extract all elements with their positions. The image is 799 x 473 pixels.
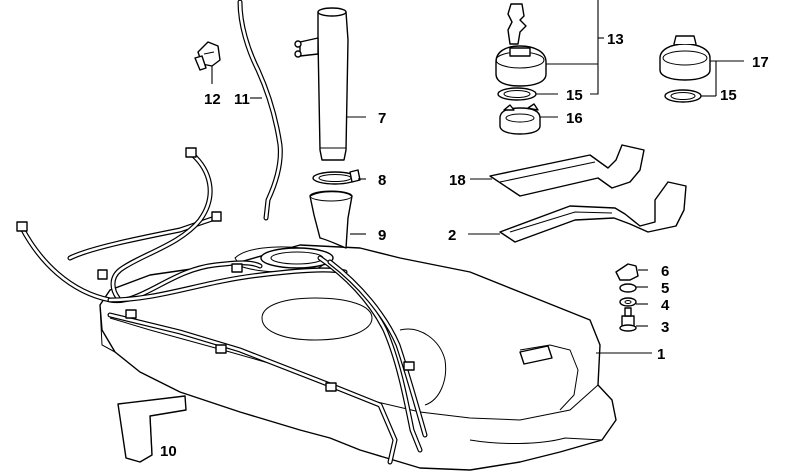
callout-15-b: 15 <box>720 87 737 104</box>
cover-cap <box>659 35 711 81</box>
callout-18: 18 <box>449 172 466 189</box>
callout-11: 11 <box>234 91 250 108</box>
leader-lines <box>211 0 744 354</box>
spacer-bushing <box>619 283 637 293</box>
vent-line <box>237 0 283 221</box>
fuel-lines <box>16 147 428 465</box>
callout-13: 13 <box>607 31 624 48</box>
hose-clip <box>194 41 221 71</box>
callout-16: 16 <box>566 110 583 127</box>
locking-ring <box>499 103 541 135</box>
tank-strap-upper <box>489 144 645 197</box>
seal-ring-2 <box>664 89 702 103</box>
callout-5: 5 <box>661 280 669 297</box>
filler-hose <box>309 190 353 249</box>
callout-3: 3 <box>661 319 669 336</box>
callout-8: 8 <box>378 172 386 189</box>
callout-12: 12 <box>204 91 221 108</box>
insulation-pad <box>117 395 187 463</box>
callout-15-a: 15 <box>566 87 583 104</box>
callout-1: 1 <box>657 346 665 363</box>
seal-ring-1 <box>497 87 537 101</box>
bolt <box>619 307 637 332</box>
callout-6: 6 <box>661 263 669 280</box>
callout-4: 4 <box>661 297 670 314</box>
callout-17: 17 <box>752 54 769 71</box>
washer <box>619 297 637 307</box>
fuel-tank <box>99 244 617 471</box>
filler-pipe <box>294 7 349 161</box>
callout-labels: 1 2 3 4 5 6 7 8 9 10 11 12 13 15 15 16 1… <box>160 31 769 460</box>
tank-strap-lower <box>499 181 687 243</box>
callout-10: 10 <box>160 443 177 460</box>
callout-9: 9 <box>378 227 386 244</box>
fuel-sender-connector <box>495 3 547 87</box>
callout-7: 7 <box>378 110 386 127</box>
bracket-clip <box>615 263 639 281</box>
hose-clamp <box>312 169 361 185</box>
callout-2: 2 <box>448 227 456 244</box>
